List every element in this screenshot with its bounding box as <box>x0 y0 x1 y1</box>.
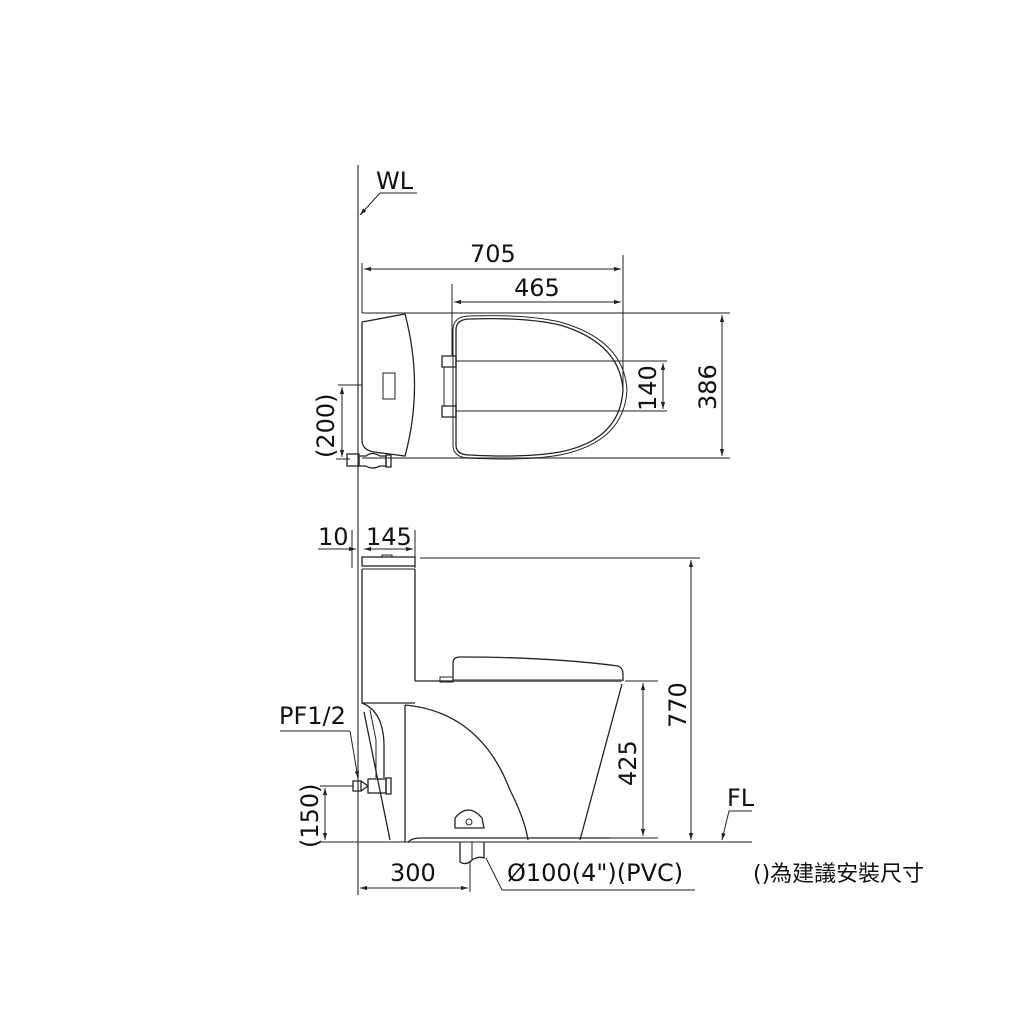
dim-seat-length: 465 <box>514 274 560 302</box>
flush-button-icon <box>382 372 396 400</box>
pf-label: PF1/2 <box>279 702 346 730</box>
dim-rough-in: 300 <box>390 859 436 887</box>
drain-pipe-label: Ø100(4")(PVC) <box>485 857 695 891</box>
supply-fitting-label: PF1/2 <box>279 702 359 779</box>
drain-label: Ø100(4")(PVC) <box>507 859 683 887</box>
recommended-dimension-note: ()為建議安裝尺寸 <box>753 862 924 887</box>
dim-wall-gap: 10 <box>318 523 349 551</box>
dim-overall-height: 770 <box>664 682 692 728</box>
dim-overall-width: 386 <box>694 364 722 410</box>
dim-supply-offset: (200) <box>312 393 340 458</box>
dim-hinge-spacing: 140 <box>634 365 662 411</box>
fl-label: FL <box>727 784 755 812</box>
top-view: 705 465 140 386 (200) <box>312 240 730 469</box>
wall-line-label: WL <box>359 167 417 216</box>
dim-supply-height: (150) <box>296 783 324 848</box>
bolt-cap-icon <box>454 809 485 829</box>
side-view: 10 145 770 425 FL PF1/2 (150) 300 <box>279 523 924 892</box>
supply-valve-top <box>346 452 392 469</box>
wl-label: WL <box>376 167 414 195</box>
floor-line-label: FL <box>721 784 755 841</box>
dim-seat-height: 425 <box>614 740 642 786</box>
dim-overall-length: 705 <box>470 240 516 268</box>
dim-tank-depth: 145 <box>366 523 412 551</box>
